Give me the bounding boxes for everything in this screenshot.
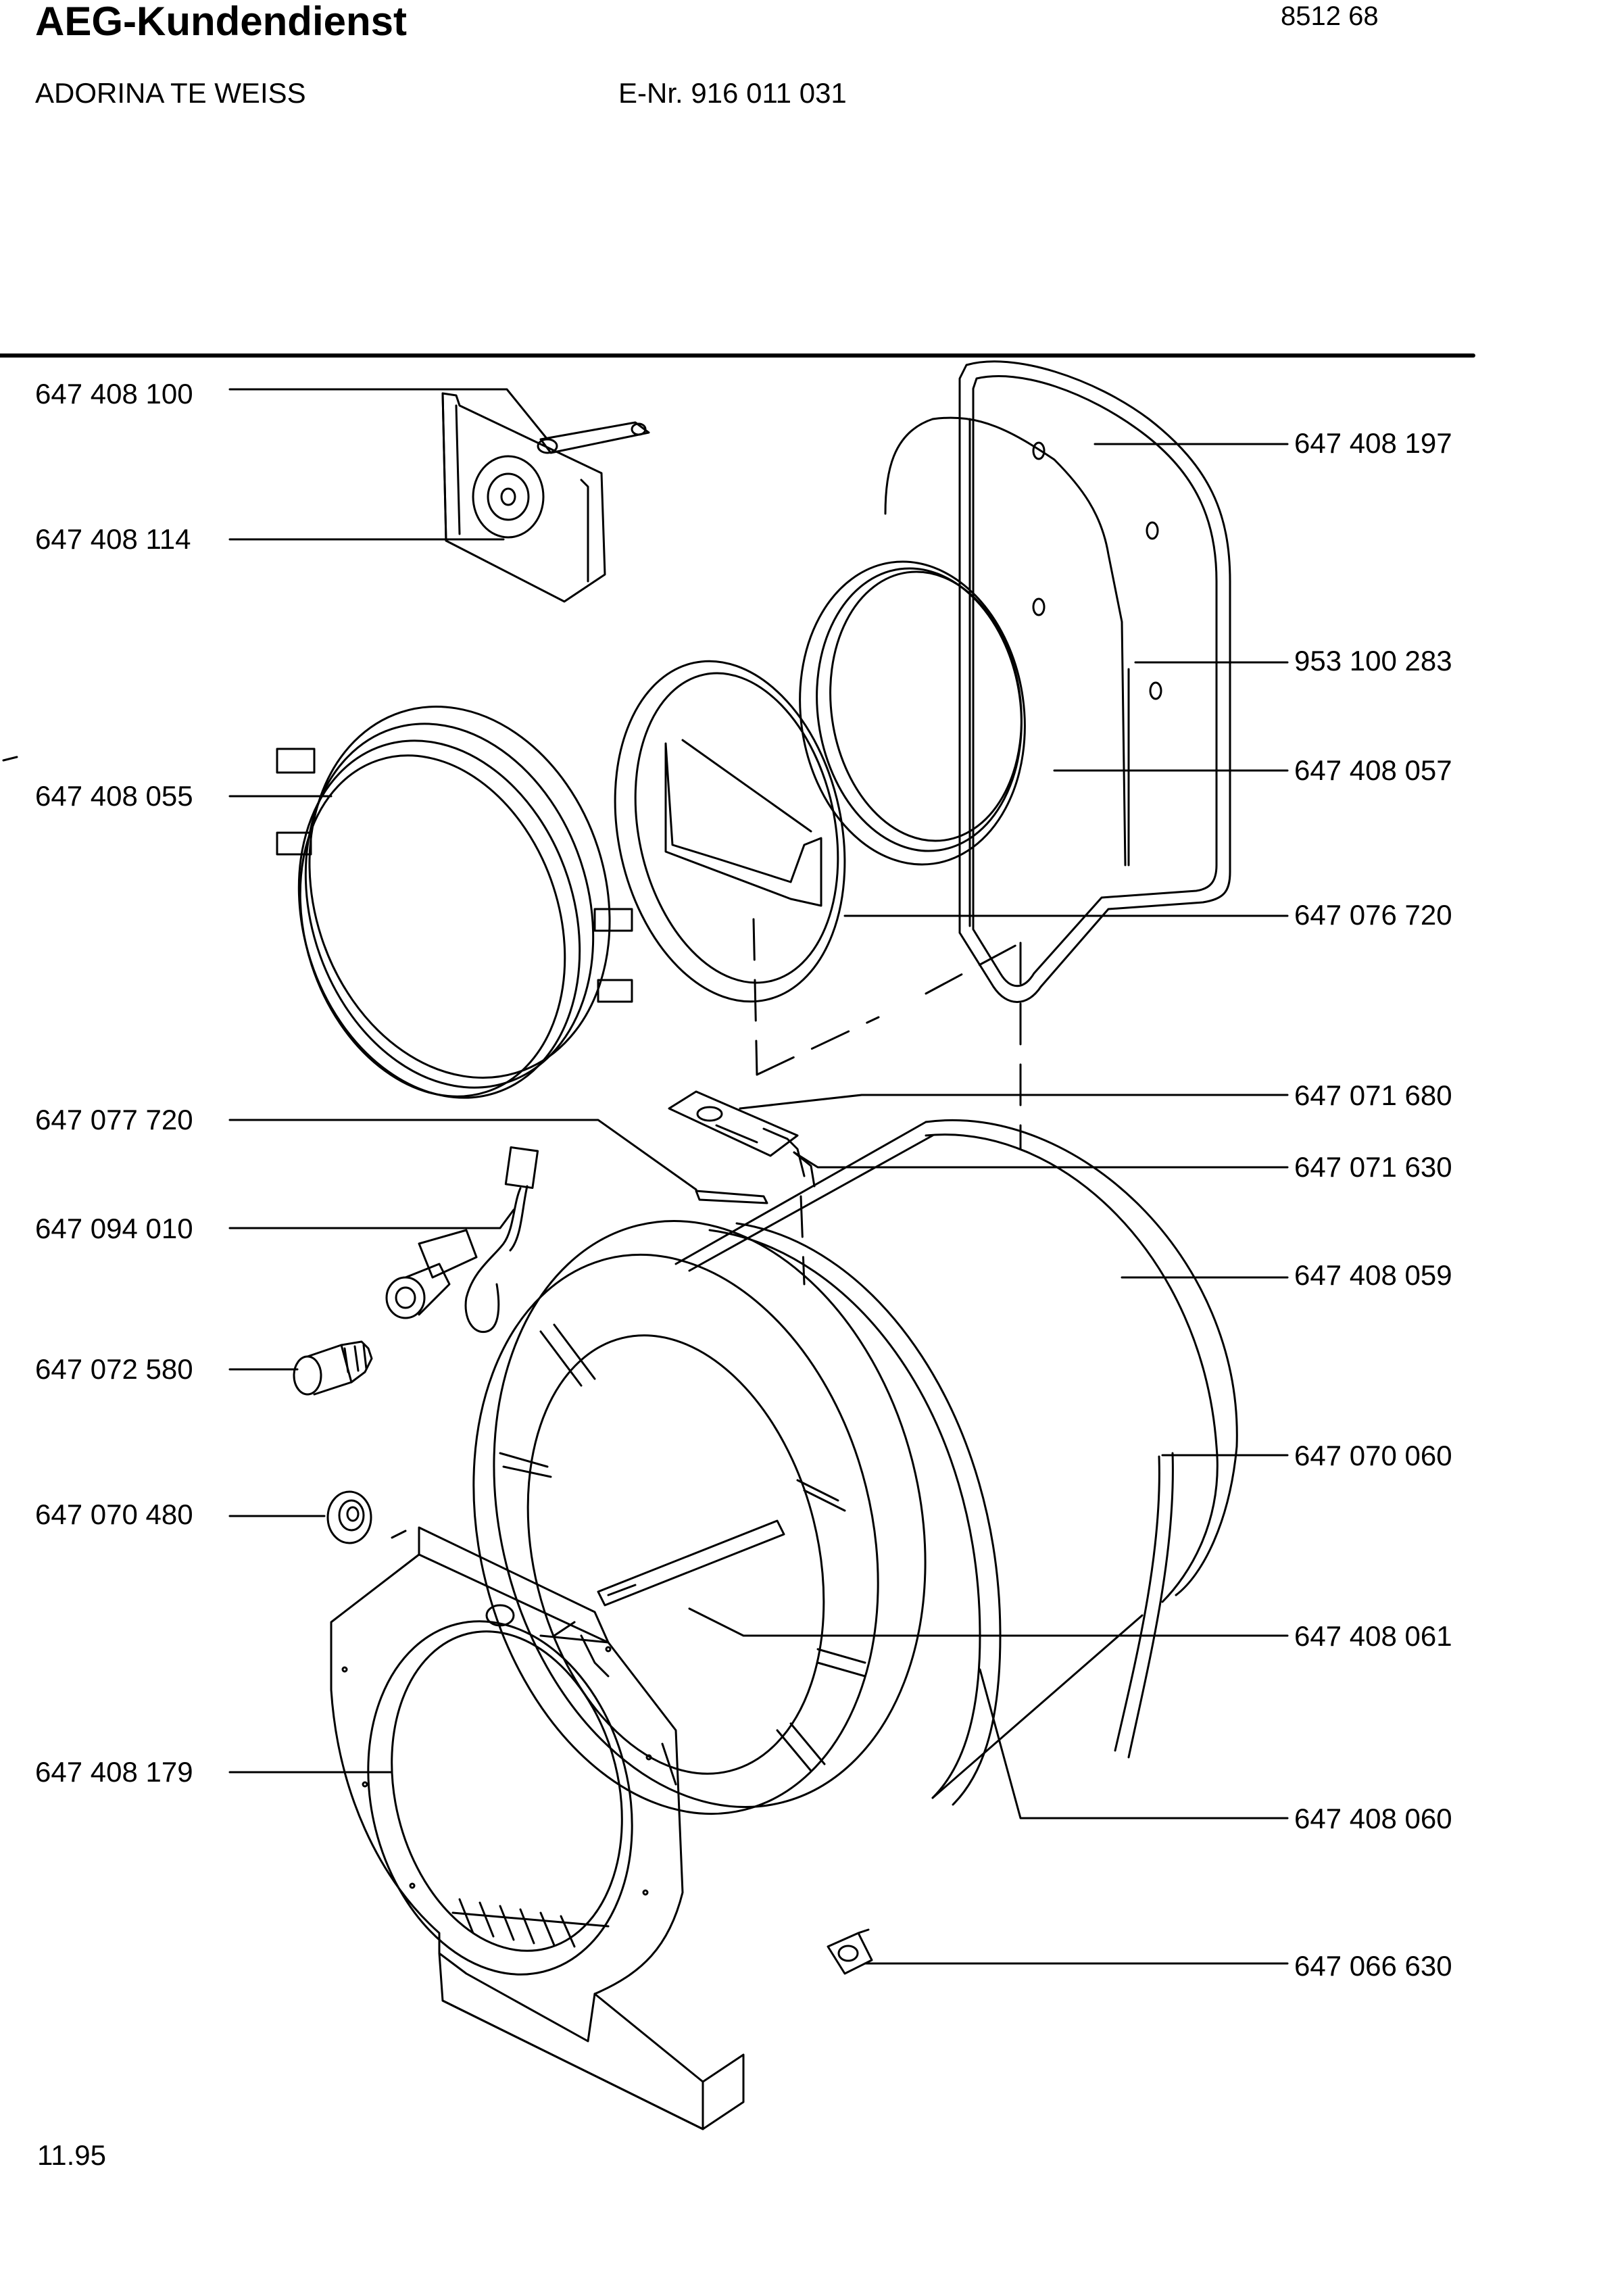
sensor-plate: [668, 1090, 816, 1188]
model-name: ADORINA TE WEISS: [35, 77, 306, 109]
part-label-sensor-plate: 647 071 680: [1294, 1079, 1452, 1111]
part-label-cable: 647 094 010: [35, 1213, 193, 1244]
part-label-drum: 647 408 059: [1294, 1259, 1452, 1291]
roller-screw: [293, 1340, 373, 1396]
grommet: [326, 1490, 372, 1544]
part-label-grommet: 647 070 480: [35, 1498, 193, 1530]
part-label-bearing-plate: 647 408 114: [35, 523, 191, 555]
bearing-bracket: [441, 392, 650, 603]
page-title: AEG-Kundendienst: [35, 0, 407, 44]
part-label-rear-ring: 647 408 057: [1294, 754, 1452, 786]
part-label-filter-ring: 647 076 720: [1294, 899, 1452, 931]
e-number: E-Nr. 916 011 031: [618, 77, 847, 109]
issue-date: 11.95: [37, 2139, 106, 2171]
part-label-belt: 647 070 060: [1294, 1440, 1452, 1471]
end-cap: [827, 1928, 873, 1975]
drum: [472, 1119, 1238, 1815]
part-label-end-cap: 647 066 630: [1294, 1950, 1452, 1982]
part-label-rear-wall: 647 408 197: [1294, 427, 1452, 459]
drive-belt: [1114, 1452, 1174, 1759]
leader-lines-left: [228, 388, 697, 1774]
part-label-front-ring: 647 408 055: [35, 780, 193, 812]
part-label-bearing-bracket: 647 408 100: [35, 378, 193, 410]
cable-assembly: [385, 1146, 539, 1334]
part-label-clip: 647 077 720: [35, 1104, 193, 1135]
part-label-sensor-cable: 647 071 630: [1294, 1151, 1452, 1183]
front-panel: [330, 1526, 745, 2130]
assembly-guides: [752, 918, 1022, 1286]
filter-ring: [614, 660, 846, 1003]
part-label-drum-seal: 647 408 060: [1294, 1803, 1452, 1834]
rear-ring: [799, 560, 1026, 866]
part-label-gasket: 953 100 283: [1294, 645, 1452, 677]
front-ring: [276, 706, 633, 1099]
part-label-drum-rib: 647 408 061: [1294, 1620, 1452, 1652]
margin-mark: [2, 756, 18, 762]
leader-lines-right: [688, 443, 1289, 1965]
part-label-front-panel: 647 408 179: [35, 1756, 193, 1788]
document-number: 8512 68: [1281, 1, 1379, 31]
part-label-roller-screw: 647 072 580: [35, 1353, 193, 1385]
rear-wall: [884, 360, 1231, 1003]
clip: [695, 1190, 768, 1204]
